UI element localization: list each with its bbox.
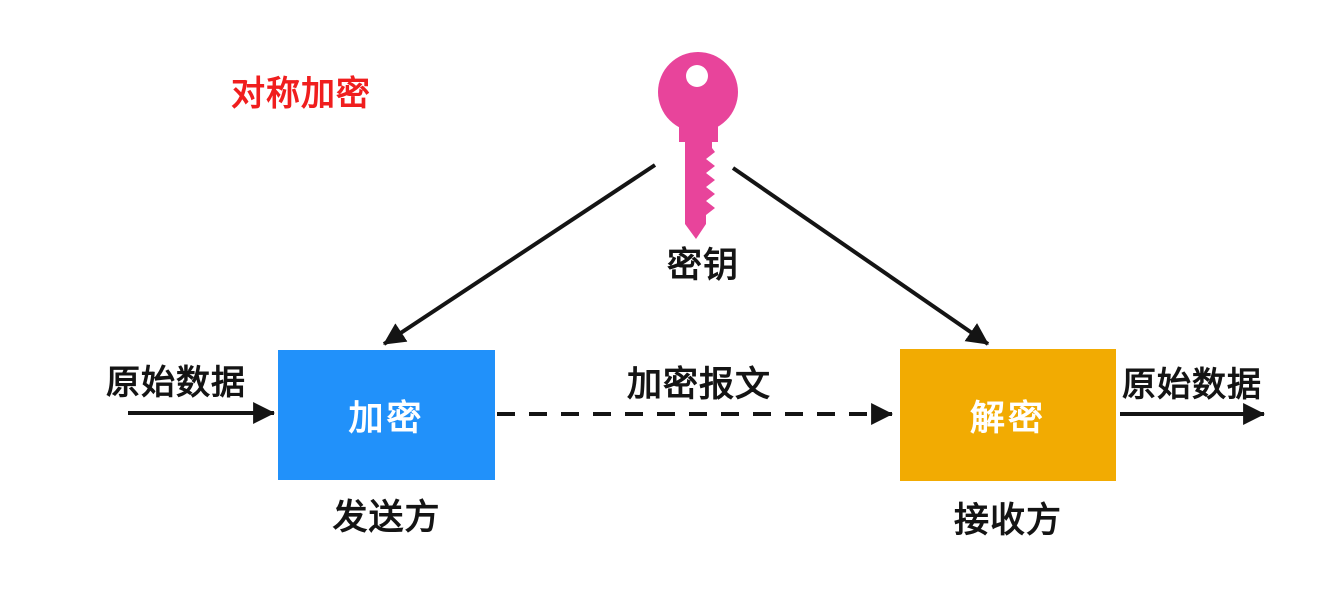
encrypt-box-label: 加密	[348, 398, 425, 439]
key-to-decrypt-arrow	[731, 166, 990, 346]
decrypt-box: 解密	[900, 349, 1116, 481]
output-data-label: 原始数据	[1122, 365, 1262, 405]
diagram-title: 对称加密	[231, 74, 371, 114]
sender-role-label: 发送方	[332, 498, 441, 538]
receiver-role-label: 接收方	[953, 501, 1062, 541]
key-to-encrypt-arrow	[382, 163, 657, 346]
input-data-label: 原始数据	[106, 363, 246, 403]
key-label: 密钥	[666, 246, 739, 286]
decrypt-box-label: 解密	[969, 398, 1046, 439]
key-hole	[686, 65, 708, 87]
encrypted-message-label: 加密报文	[626, 365, 771, 405]
encrypt-box: 加密	[278, 350, 495, 480]
key-icon	[658, 52, 738, 239]
